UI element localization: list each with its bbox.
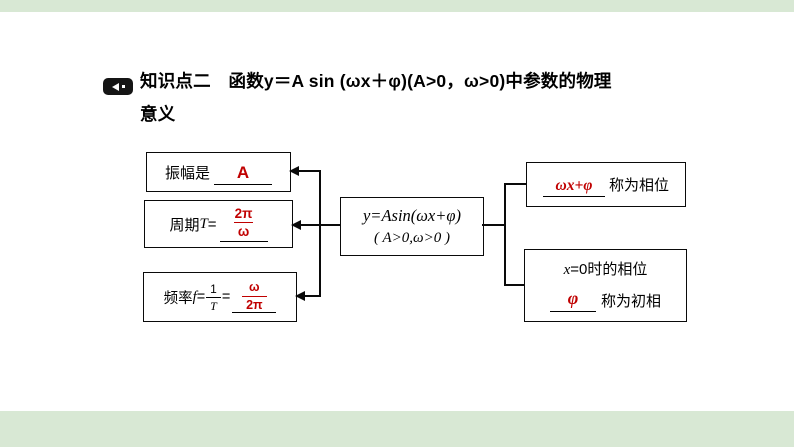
frequency-equals-1: = [196, 289, 206, 305]
period-label: 周期 [169, 216, 200, 234]
initial-phase-line1: x=0时的相位 [564, 259, 648, 281]
function-conditions: ( A>0,ω>0 ) [374, 229, 450, 246]
amplitude-connector-line [299, 170, 321, 172]
period-box: 周期 T = 2π ω [144, 200, 293, 248]
frequency-variable: f [192, 288, 197, 305]
icon-triangle-glyph [111, 82, 119, 91]
amplitude-arrowhead [289, 166, 299, 176]
frequency-arrowhead [295, 291, 305, 301]
amplitude-answer: A [236, 163, 250, 182]
icon-dot-glyph [121, 85, 125, 88]
frequency-equals-2: = [221, 289, 231, 305]
initial-phase-label: 称为初相 [600, 293, 661, 310]
top-border-strip [0, 0, 794, 12]
bottom-border-strip [0, 411, 794, 447]
period-answer-denominator: ω [233, 222, 254, 239]
slide-title-line1: 知识点二 函数y＝A sin (ωx＋φ)(A>0，ω>0)中参数的物理 [140, 71, 612, 91]
phase-box: ωx+φ 称为相位 [526, 162, 686, 207]
frequency-connector-line [305, 295, 321, 297]
period-equals: = [207, 215, 217, 233]
initial-phase-connector-line [504, 284, 524, 286]
period-arrowhead [291, 220, 301, 230]
frequency-answer-fraction: ω 2π [242, 281, 267, 311]
frequency-reciprocal-fraction: 1 T [206, 283, 221, 312]
frequency-box: 频率 f = 1 T = ω 2π [143, 272, 297, 322]
period-answer-blank: 2π ω [219, 205, 268, 242]
initial-phase-answer-blank: φ [549, 285, 596, 312]
period-connector-line [301, 224, 341, 226]
period-answer-fraction: 2π ω [231, 205, 257, 239]
phase-connector-line [504, 183, 526, 185]
frequency-label: 频率 [163, 290, 193, 307]
phase-label: 称为相位 [608, 177, 669, 194]
right-spine-line [504, 183, 506, 286]
slide-title-line2: 意义 [140, 104, 176, 124]
frequency-frac1-denominator: T [206, 296, 221, 312]
initial-phase-answer: φ [567, 287, 579, 308]
period-answer-numerator: 2π [234, 205, 253, 221]
frequency-frac1-numerator: 1 [210, 281, 217, 296]
period-variable: T [199, 215, 208, 232]
phase-answer: ωx+φ [555, 177, 593, 194]
amplitude-answer-blank: A [214, 159, 272, 185]
initial-phase-variable: x [563, 262, 571, 278]
frequency-answer-denominator: 2π [242, 295, 267, 312]
initial-phase-box: x=0时的相位 φ 称为初相 [524, 249, 687, 322]
initial-phase-line2: φ 称为初相 [549, 285, 661, 312]
left-spine-line [319, 170, 321, 297]
function-expression: y=Asin(ωx+φ) [362, 206, 462, 226]
amplitude-label: 振幅是 [164, 164, 210, 182]
center-right-connector-line [482, 224, 505, 226]
initial-phase-line1-text: =0时的相位 [570, 261, 648, 278]
knowledge-point-icon [103, 78, 133, 95]
phase-answer-blank: ωx+φ [542, 172, 605, 197]
frequency-answer-numerator: ω [249, 280, 260, 294]
amplitude-box: 振幅是 A [146, 152, 291, 192]
function-box: y=Asin(ωx+φ) ( A>0,ω>0 ) [340, 197, 484, 256]
frequency-answer-blank: ω 2π [232, 281, 277, 313]
